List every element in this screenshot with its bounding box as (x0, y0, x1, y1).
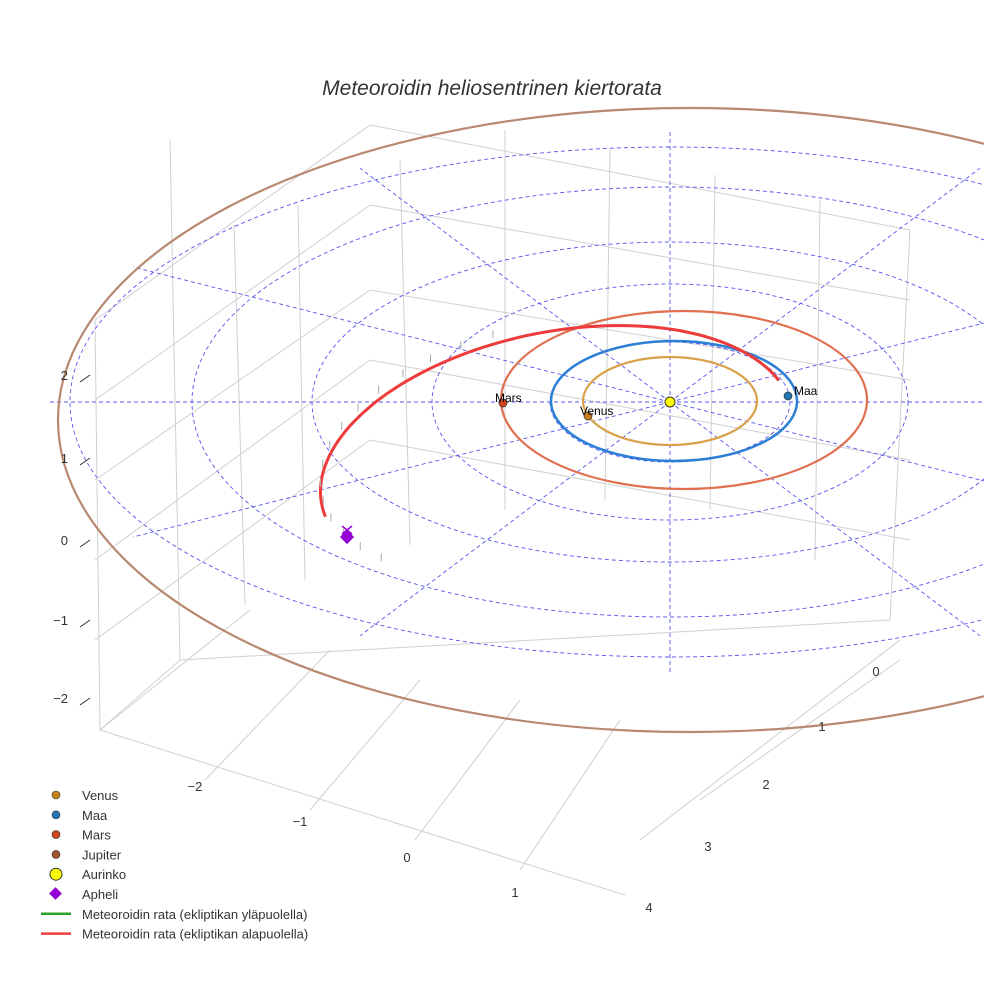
box-edge (889, 229, 911, 621)
sun-marker (664, 396, 676, 408)
z-tick-label: 1 (61, 451, 68, 466)
x-tick-label: −1 (293, 814, 308, 829)
grid-line (369, 204, 911, 301)
grid-line (519, 719, 621, 871)
aphelion-marker (339, 529, 355, 545)
ecliptic-spoke (132, 266, 671, 403)
legend-marker (51, 830, 61, 839)
ecliptic-spoke (669, 322, 984, 403)
y-tick-label: 3 (704, 839, 711, 854)
grid-line (309, 679, 421, 811)
z-tick-label: 2 (61, 368, 68, 383)
grid-line (709, 174, 716, 511)
ecliptic-grid (50, 132, 984, 672)
legend-marker (51, 790, 61, 800)
legend-item-label[interactable]: Mars (82, 828, 111, 843)
legend-item-label[interactable]: Venus (82, 788, 119, 803)
meteoroid-orbit (319, 324, 780, 562)
grid-line (297, 204, 306, 581)
z-tick-label: 0 (61, 533, 68, 548)
y-tick-label: 4 (645, 900, 652, 915)
aphelion-cross (341, 525, 353, 535)
box-edge (179, 619, 891, 661)
box-edge (169, 139, 181, 661)
z-tick-label: −2 (53, 691, 68, 706)
axis-ticks: 2 1 0 −1 −2 −2 −1 0 1 0 1 2 3 4 (53, 368, 879, 915)
ecliptic-spoke (132, 401, 671, 538)
meteoroid-orbit-below (319, 324, 780, 518)
chart-title: Meteoroidin heliosentrinen kiertorata (322, 77, 662, 100)
grid-line (99, 609, 251, 731)
ecliptic-spoke (669, 401, 984, 482)
planet-marker-mars (498, 398, 508, 408)
grid-line (369, 289, 911, 381)
legend-item-label[interactable]: Jupiter (82, 847, 122, 862)
box-edge (99, 659, 181, 731)
z-tick-mark (79, 619, 91, 628)
box-edge (99, 729, 626, 896)
z-tick-mark (79, 374, 91, 383)
venus-orbit (581, 355, 759, 447)
grid-line (814, 199, 821, 561)
legend-marker (49, 867, 63, 881)
ecliptic-spoke (669, 401, 981, 637)
grid-line (94, 289, 371, 481)
z-tick-mark (79, 697, 91, 706)
grid-line (233, 224, 246, 606)
grid-line (639, 639, 901, 841)
planet-marker-maa (783, 391, 793, 401)
grid-line (369, 439, 911, 541)
x-tick-label: 1 (511, 885, 518, 900)
x-tick-label: −2 (188, 779, 203, 794)
planet-label-venus: Venus (580, 404, 613, 418)
planet-label-mars: Mars (495, 391, 522, 405)
grid-line (414, 699, 521, 841)
z-tick-label: −1 (53, 613, 68, 628)
x-tick-label: 0 (403, 850, 410, 865)
grid-line (94, 359, 371, 561)
legend-marker (51, 850, 61, 859)
y-tick-label: 0 (872, 664, 879, 679)
y-tick-label: 1 (818, 719, 825, 734)
planet-marker-venus (583, 411, 593, 421)
ecliptic-spoke (359, 401, 671, 637)
grid-line (94, 204, 371, 401)
z-tick-mark (79, 539, 91, 548)
box-edge (94, 124, 371, 321)
legend-marker (49, 887, 62, 900)
legend-item-label[interactable]: Meteoroidin rata (ekliptikan alapuolella… (82, 927, 308, 942)
mars-orbit (499, 309, 869, 491)
legend-item-label[interactable]: Meteoroidin rata (ekliptikan yläpuolella… (82, 907, 307, 922)
ecliptic-spoke (359, 167, 671, 403)
axis-grid (94, 124, 911, 896)
maa-orbit (549, 339, 799, 463)
legend[interactable]: VenusMaaMarsJupiterAurinkoApheliMeteoroi… (41, 788, 308, 942)
y-tick-label: 2 (762, 777, 769, 792)
box-edge (94, 319, 101, 731)
grid-line (399, 159, 411, 546)
ecliptic-spoke (669, 167, 981, 403)
z-tick-mark (79, 457, 91, 466)
legend-item-label[interactable]: Aurinko (82, 867, 126, 882)
grid-line (699, 659, 901, 801)
grid-line (94, 439, 371, 641)
legend-marker (51, 810, 61, 820)
grid-line (204, 649, 331, 781)
legend-item-label[interactable]: Maa (82, 808, 108, 823)
jupiter-orbit (57, 106, 984, 734)
box-edge (369, 124, 911, 231)
planet-label-maa: Maa (794, 384, 818, 398)
legend-item-label[interactable]: Apheli (82, 887, 118, 902)
planet-orbits (57, 106, 984, 734)
